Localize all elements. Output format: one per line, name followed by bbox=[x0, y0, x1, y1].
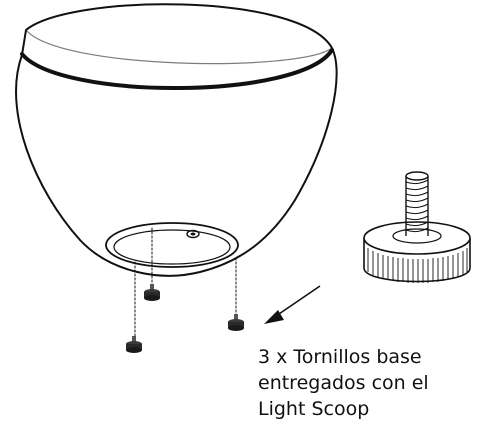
arrow-icon bbox=[264, 285, 321, 324]
caption-line: 3 x Tornillos base bbox=[258, 346, 422, 368]
screws-caption: 3 x Tornillos base entregados con el Lig… bbox=[258, 344, 429, 422]
dome-illustration bbox=[15, 3, 338, 339]
base-screw-icon bbox=[126, 336, 142, 353]
enlarged-screw-illustration bbox=[363, 171, 471, 283]
caption-line: Light Scoop bbox=[258, 398, 370, 420]
base-screw-icon bbox=[144, 284, 160, 301]
caption-line: entregados con el bbox=[258, 372, 429, 394]
base-screw-icon bbox=[228, 314, 244, 331]
